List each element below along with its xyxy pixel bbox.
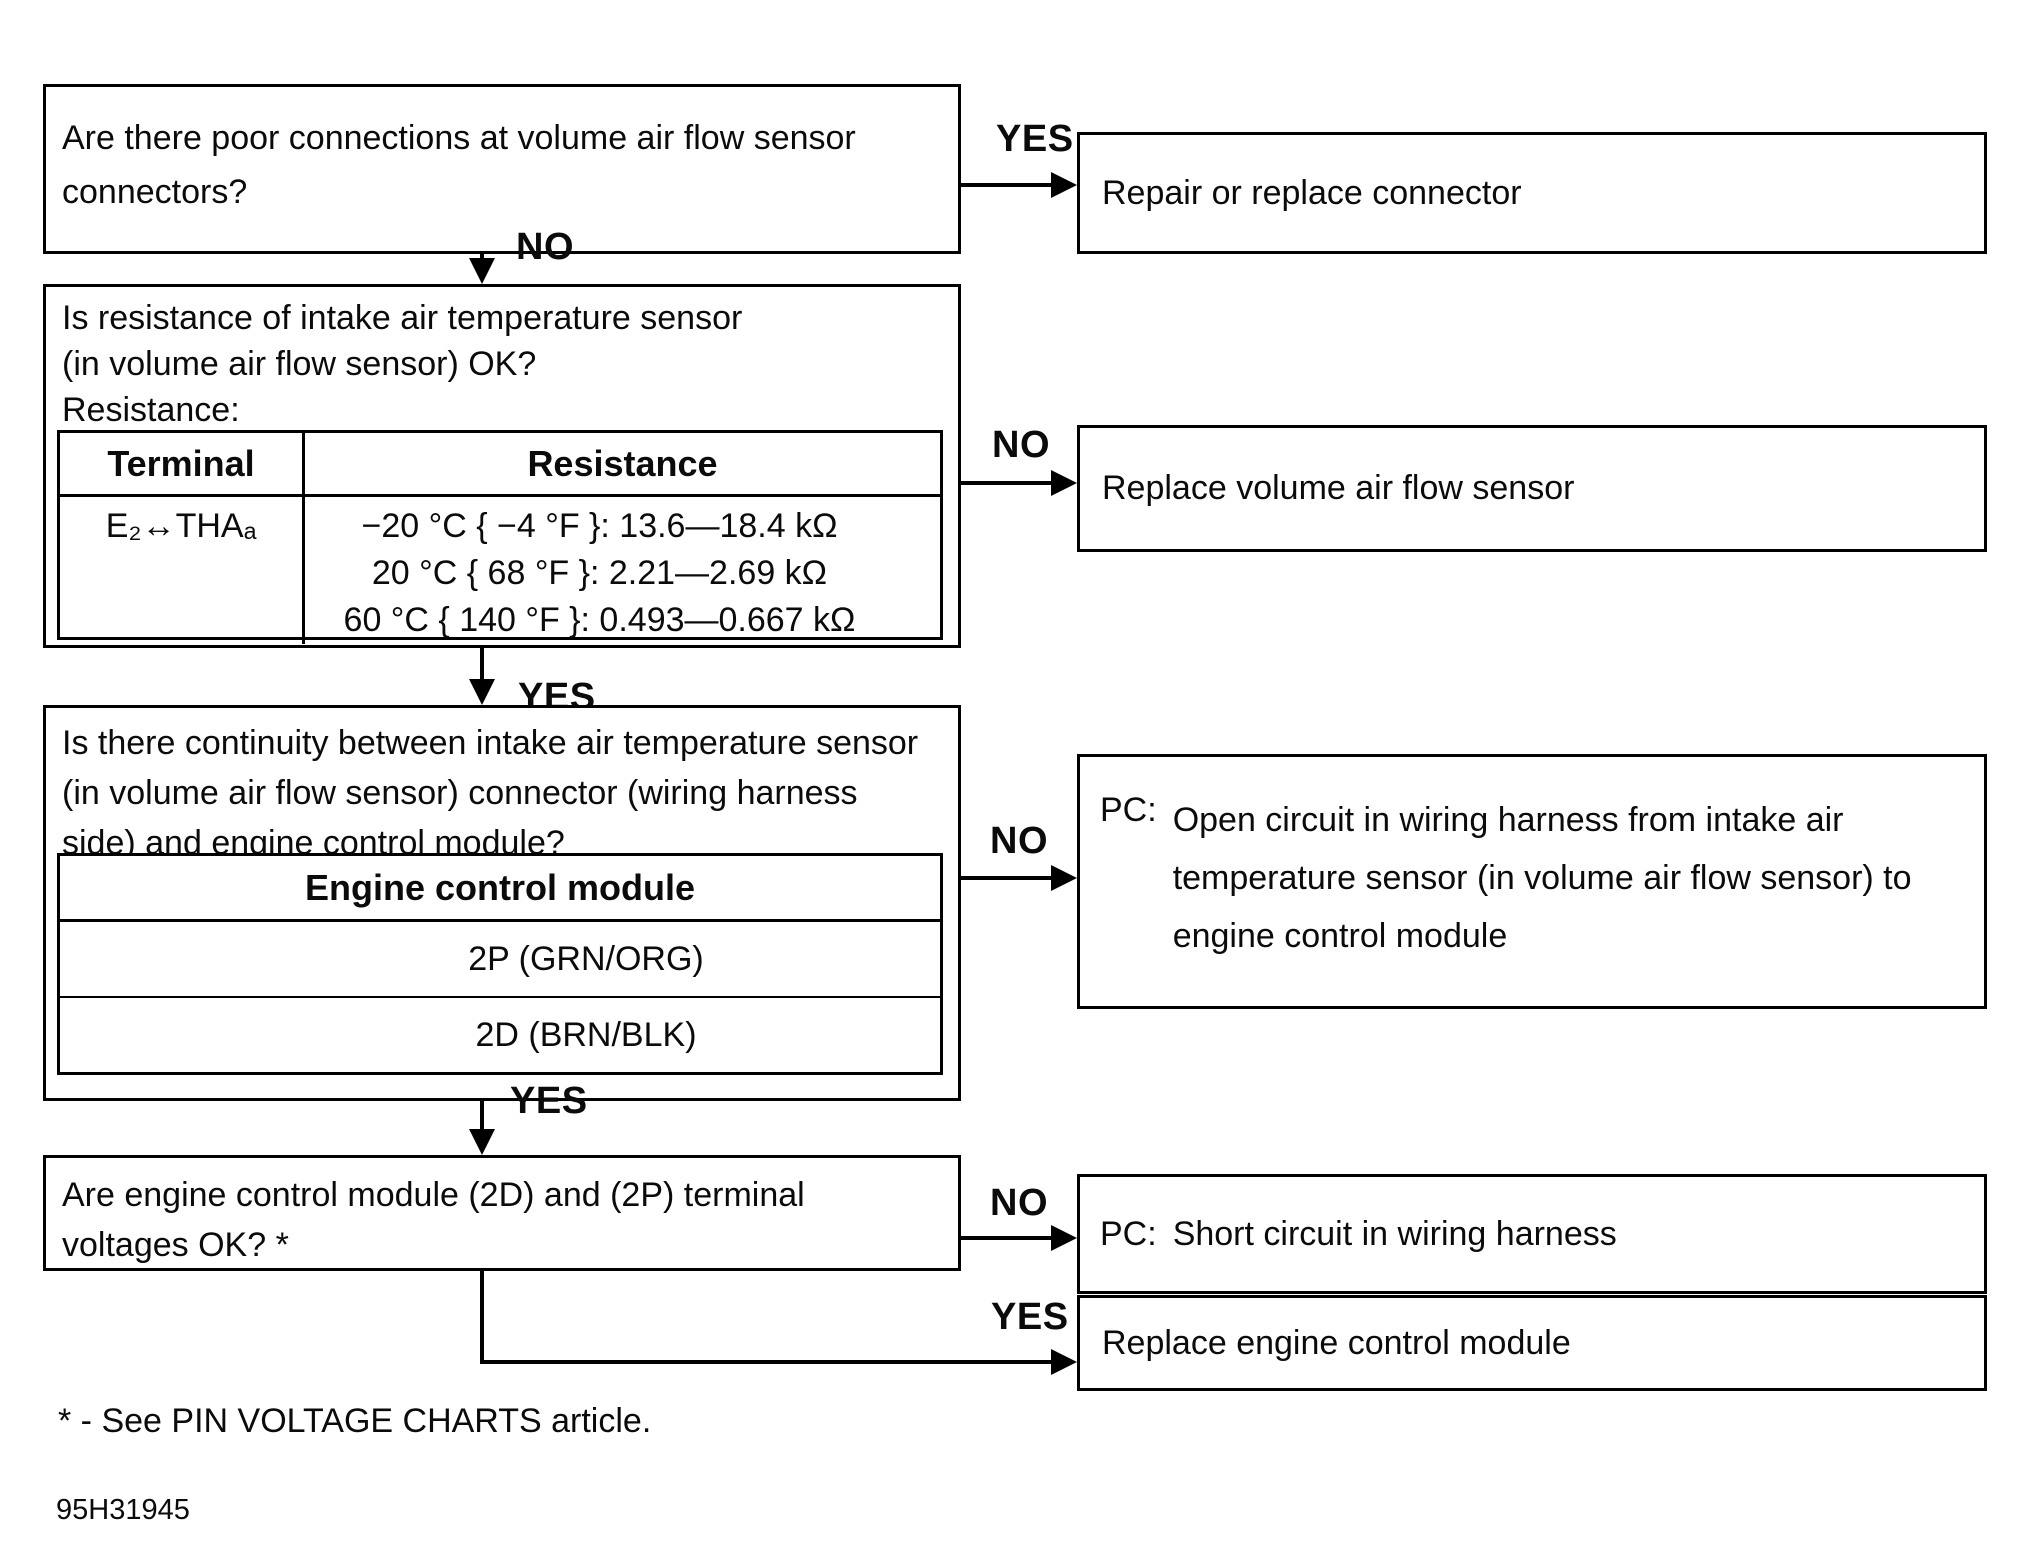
table-cell-resistance-values: −20 °C { −4 °F }: 13.6—18.4 kΩ 20 °C { 6… — [305, 497, 940, 644]
label-yes-4: YES — [991, 1296, 1069, 1338]
ecm-table-row: 2D (BRN/BLK) — [475, 1015, 697, 1054]
footnote: * - See PIN VOLTAGE CHARTS article. — [58, 1402, 652, 1440]
ecm-table: Engine control module 2P (GRN/ORG) 2D (B… — [57, 853, 943, 1075]
arrow-yes-4-across-line — [480, 1360, 1055, 1364]
answer-text: Repair or replace connector — [1102, 173, 1522, 212]
question-box-terminal-voltages: Are engine control module (2D) and (2P) … — [43, 1155, 961, 1271]
question-text: Is there continuity between intake air t… — [62, 724, 919, 862]
question-text: Are engine control module (2D) and (2P) … — [62, 1176, 805, 1264]
answer-box-replace-vaf-sensor: Replace volume air flow sensor — [1077, 425, 1987, 552]
answer-box-open-circuit: PC: Open circuit in wiring harness from … — [1077, 754, 1987, 1009]
arrow-no-4-head-icon — [1051, 1225, 1077, 1251]
figure-id: 95H31945 — [56, 1494, 190, 1526]
arrow-no-1-head-icon — [469, 258, 495, 284]
arrow-yes-3-head-icon — [469, 1129, 495, 1155]
arrow-yes-4-down-line — [480, 1271, 484, 1364]
arrow-yes-3-line — [480, 1101, 484, 1133]
ecm-table-header: Engine control module — [60, 856, 940, 922]
label-no-4: NO — [990, 1182, 1048, 1224]
arrow-no-2-line — [961, 481, 1053, 485]
answer-text: Replace engine control module — [1102, 1323, 1571, 1362]
label-no-1: NO — [516, 226, 574, 268]
resistance-value: −20 °C { −4 °F }: 13.6—18.4 kΩ — [361, 507, 838, 545]
answer-box-short-circuit: PC: Short circuit in wiring harness — [1077, 1174, 1987, 1294]
table-cell-terminal: E₂↔THAₐ — [60, 497, 305, 644]
answer-text: Open circuit in wiring harness from inta… — [1172, 801, 1912, 955]
question-text: Are there poor connections at volume air… — [62, 119, 856, 211]
table-header-terminal: Terminal — [60, 433, 305, 497]
answer-text: Short circuit in wiring harness — [1172, 1214, 1617, 1253]
question-box-poor-connections: Are there poor connections at volume air… — [43, 84, 961, 254]
resistance-value: 20 °C { 68 °F }: 2.21—2.69 kΩ — [371, 554, 828, 592]
arrow-no-3-line — [961, 876, 1053, 880]
answer-text: Replace volume air flow sensor — [1102, 469, 1575, 507]
pc-prefix: PC: — [1100, 791, 1157, 829]
arrow-no-4-line — [961, 1236, 1053, 1240]
table-header-resistance: Resistance — [305, 433, 940, 497]
answer-box-replace-ecm: Replace engine control module — [1077, 1295, 1987, 1391]
pc-prefix: PC: — [1100, 1214, 1157, 1253]
label-yes-3: YES — [510, 1080, 588, 1122]
label-yes-1: YES — [996, 118, 1074, 160]
arrow-no-3-head-icon — [1051, 865, 1077, 891]
resistance-value: 60 °C { 140 °F }: 0.493—0.667 kΩ — [343, 601, 856, 639]
arrow-yes-2-line — [480, 648, 484, 683]
label-no-2: NO — [992, 424, 1050, 466]
arrow-no-2-head-icon — [1051, 470, 1077, 496]
label-no-3: NO — [990, 820, 1048, 862]
arrow-yes-1-head-icon — [1051, 172, 1077, 198]
resistance-table: Terminal Resistance E₂↔THAₐ −20 °C { −4 … — [57, 430, 943, 644]
arrow-yes-1-line — [961, 183, 1053, 187]
answer-box-repair-connector: Repair or replace connector — [1077, 132, 1987, 254]
arrow-yes-4-head-icon — [1051, 1349, 1077, 1375]
ecm-table-row: 2P (GRN/ORG) — [60, 922, 940, 998]
arrow-yes-2-head-icon — [469, 679, 495, 705]
question-text: Is resistance of intake air temperature … — [62, 299, 743, 429]
